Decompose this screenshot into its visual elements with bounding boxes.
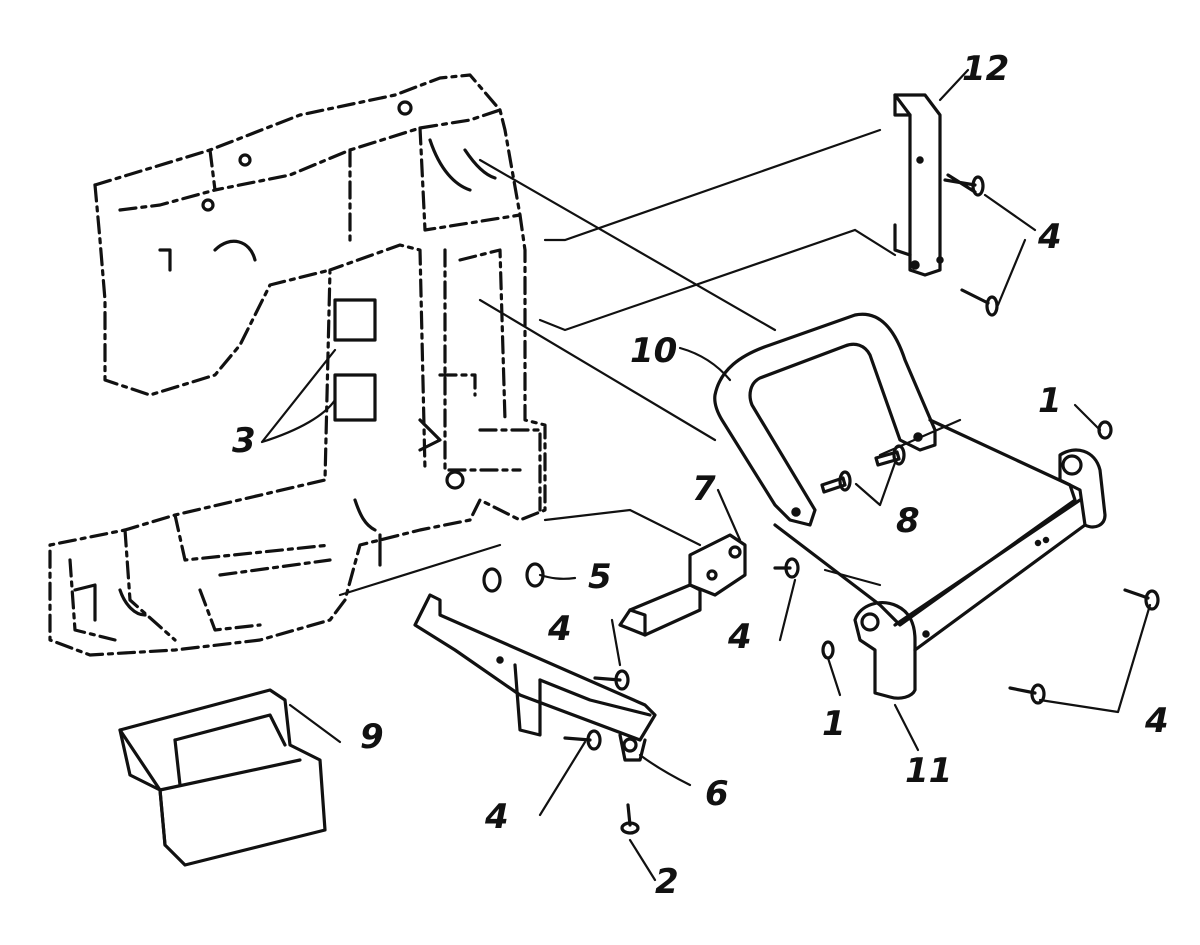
part-11-base-plate bbox=[773, 418, 1107, 700]
callout-1-top: 1 bbox=[1038, 381, 1062, 421]
part-10-handle bbox=[713, 312, 937, 527]
part-5-washers bbox=[482, 562, 577, 593]
callout-6: 6 bbox=[705, 774, 729, 814]
callout-11: 11 bbox=[905, 751, 952, 791]
callout-4-mid: 4 bbox=[727, 617, 752, 657]
callout-7: 7 bbox=[692, 469, 716, 509]
callout-4-top: 4 bbox=[1037, 217, 1062, 257]
callout-3: 3 bbox=[232, 421, 256, 461]
callout-5: 5 bbox=[588, 557, 612, 597]
callout-labels: 12 4 10 1 3 7 8 5 4 4 1 4 9 4 6 11 2 bbox=[232, 49, 1169, 902]
part-12-bracket bbox=[893, 93, 944, 277]
part-9-foot-block bbox=[118, 688, 327, 867]
callout-4-right: 4 bbox=[1144, 701, 1169, 741]
assembly-leader-lines bbox=[338, 128, 962, 597]
part-4-screws bbox=[563, 173, 1160, 751]
callout-4-mid-left: 4 bbox=[547, 609, 572, 649]
callout-12: 12 bbox=[962, 49, 1009, 89]
part-8-pins bbox=[820, 444, 906, 494]
callout-9: 9 bbox=[360, 717, 384, 757]
main-frame-casting bbox=[48, 73, 547, 657]
callout-4-bottom: 4 bbox=[484, 797, 509, 837]
part-7-angle-bracket bbox=[618, 533, 747, 637]
callout-8: 8 bbox=[896, 501, 920, 541]
part-2-bolt bbox=[620, 803, 640, 835]
callout-10: 10 bbox=[630, 331, 677, 371]
callout-leaders bbox=[260, 68, 1152, 882]
part-6-long-bracket bbox=[413, 593, 657, 762]
callout-2: 2 bbox=[655, 862, 679, 902]
callout-1-bottom: 1 bbox=[822, 704, 846, 744]
